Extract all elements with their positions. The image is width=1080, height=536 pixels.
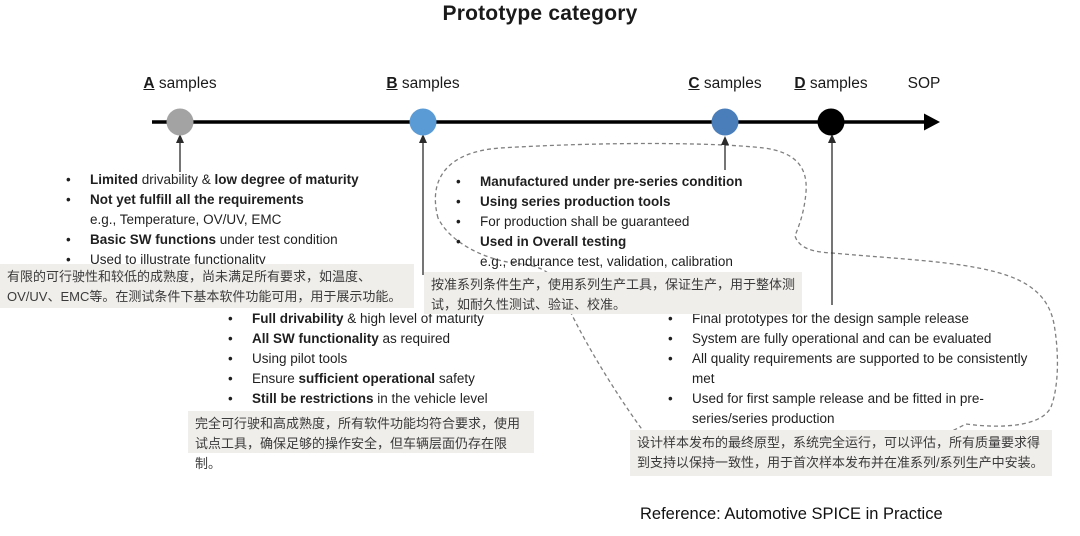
bullet-item: • Still be restrictions in the vehicle le… bbox=[222, 389, 562, 409]
bullet-item: • All SW functionality as required bbox=[222, 329, 562, 349]
a-samples-description: • Limited drivability & low degree of mat… bbox=[60, 170, 410, 270]
bullet-text: Full drivability & high level of maturit… bbox=[252, 311, 484, 326]
bullet-marker: • bbox=[668, 391, 673, 406]
milestone-c-circle bbox=[711, 108, 739, 136]
label-c-samples: C samples bbox=[688, 75, 761, 93]
bullet-item: • Final prototypes for the design sample … bbox=[662, 309, 1046, 329]
c-samples-description: • Manufactured under pre-series condition… bbox=[450, 172, 810, 272]
bullet-text: Final prototypes for the design sample r… bbox=[692, 311, 969, 326]
bullet-text: All SW functionality as required bbox=[252, 331, 451, 346]
bullet-item: •e.g., Temperature, OV/UV, EMC bbox=[60, 210, 410, 230]
bullet-text: Used in Overall testing bbox=[480, 234, 627, 249]
bullet-text: Ensure sufficient operational safety bbox=[252, 371, 475, 386]
bullet-text: Basic SW functions under test condition bbox=[90, 232, 338, 247]
bullet-marker: • bbox=[668, 351, 673, 366]
bullet-text: Still be restrictions in the vehicle lev… bbox=[252, 391, 488, 406]
label-d-samples: D samples bbox=[794, 75, 867, 93]
bullet-item: • Not yet fulfill all the requirements bbox=[60, 190, 410, 210]
bullet-marker: • bbox=[66, 172, 71, 187]
bullet-item: • Used for first sample release and be fi… bbox=[662, 389, 1046, 429]
bullet-marker: • bbox=[228, 371, 233, 386]
connector-arrows bbox=[179, 141, 833, 305]
bullet-text: Not yet fulfill all the requirements bbox=[90, 192, 304, 207]
bullet-text: e.g., endurance test, validation, calibr… bbox=[480, 254, 733, 269]
bullet-text: Using pilot tools bbox=[252, 351, 348, 366]
milestone-b-circle bbox=[409, 108, 437, 136]
bullet-marker: • bbox=[66, 232, 71, 247]
bullet-text: System are fully operational and can be … bbox=[692, 331, 992, 346]
d-samples-description: • Final prototypes for the design sample … bbox=[662, 309, 1046, 429]
bullet-marker: • bbox=[66, 192, 71, 207]
label-c-letter: C bbox=[688, 75, 700, 92]
c-samples-note-zh: 按准系列条件生产，使用系列生产工具，保证生产，用于整体测试，如耐久性测试、验证、… bbox=[424, 272, 802, 314]
d-samples-note-zh: 设计样本发布的最终原型，系统完全运行，可以评估，所有质量要求得到支持以保持一致性… bbox=[630, 430, 1052, 476]
bullet-item: • Full drivability & high level of maturi… bbox=[222, 309, 562, 329]
timeline-arrowhead-icon bbox=[924, 113, 940, 131]
bullet-item: • System are fully operational and can be… bbox=[662, 329, 1046, 349]
bullet-item: • Ensure sufficient operational safety bbox=[222, 369, 562, 389]
bullet-marker: • bbox=[228, 331, 233, 346]
bullet-marker: • bbox=[456, 234, 461, 249]
bullet-item: • Using pilot tools bbox=[222, 349, 562, 369]
bullet-text: Used for first sample release and be fit… bbox=[692, 391, 984, 426]
bullet-item: • Limited drivability & low degree of mat… bbox=[60, 170, 410, 190]
bullet-marker: • bbox=[456, 194, 461, 209]
bullet-text: Limited drivability & low degree of matu… bbox=[90, 172, 359, 187]
bullet-text: Using series production tools bbox=[480, 194, 671, 209]
bullet-text: All quality requirements are supported t… bbox=[692, 351, 1028, 386]
label-b-samples: B samples bbox=[386, 75, 459, 93]
bullet-item: • Using series production tools bbox=[450, 192, 810, 212]
bullet-marker: • bbox=[228, 391, 233, 406]
bullet-marker: • bbox=[668, 331, 673, 346]
bullet-marker: • bbox=[456, 174, 461, 189]
bullet-item: • For production shall be guaranteed bbox=[450, 212, 810, 232]
label-a-samples: A samples bbox=[143, 75, 216, 93]
reference-text: Reference: Automotive SPICE in Practice bbox=[640, 505, 943, 523]
milestone-d-circle bbox=[817, 108, 845, 136]
bullet-item: • Manufactured under pre-series condition bbox=[450, 172, 810, 192]
label-a-rest: samples bbox=[154, 75, 217, 92]
bullet-text: e.g., Temperature, OV/UV, EMC bbox=[90, 212, 282, 227]
bullet-marker: • bbox=[228, 351, 233, 366]
label-sop: SOP bbox=[907, 75, 941, 92]
bullet-item: •e.g., endurance test, validation, calib… bbox=[450, 252, 810, 272]
bullet-text: Used to illustrate functionality bbox=[90, 252, 266, 267]
bullet-marker: • bbox=[66, 252, 71, 267]
bullet-text: For production shall be guaranteed bbox=[480, 214, 690, 229]
bullet-text: Manufactured under pre-series condition bbox=[480, 174, 743, 189]
b-samples-description: • Full drivability & high level of maturi… bbox=[222, 309, 562, 409]
bullet-marker: • bbox=[228, 311, 233, 326]
label-b-letter: B bbox=[386, 75, 398, 92]
milestone-a-circle bbox=[166, 108, 194, 136]
bullet-item: • Used to illustrate functionality bbox=[60, 250, 410, 270]
label-c-rest: samples bbox=[699, 75, 762, 92]
label-b-rest: samples bbox=[397, 75, 460, 92]
b-samples-note-zh: 完全可行驶和高成熟度，所有软件功能均符合要求，使用试点工具，确保足够的操作安全，… bbox=[188, 411, 534, 471]
a-samples-note-zh: 有限的可行驶性和较低的成熟度，尚未满足所有要求，如温度、OV/UV、EMC等。在… bbox=[0, 264, 414, 308]
page-title: Prototype category bbox=[442, 2, 638, 25]
bullet-marker: • bbox=[668, 311, 673, 326]
connector-arrowheads bbox=[176, 134, 836, 145]
bullet-item: • All quality requirements are supported … bbox=[662, 349, 1046, 389]
bullet-marker: • bbox=[456, 214, 461, 229]
label-d-letter: D bbox=[794, 75, 806, 92]
bullet-item: • Used in Overall testing bbox=[450, 232, 810, 252]
label-d-rest: samples bbox=[805, 75, 868, 92]
bullet-item: • Basic SW functions under test condition bbox=[60, 230, 410, 250]
label-a-letter: A bbox=[143, 75, 155, 92]
